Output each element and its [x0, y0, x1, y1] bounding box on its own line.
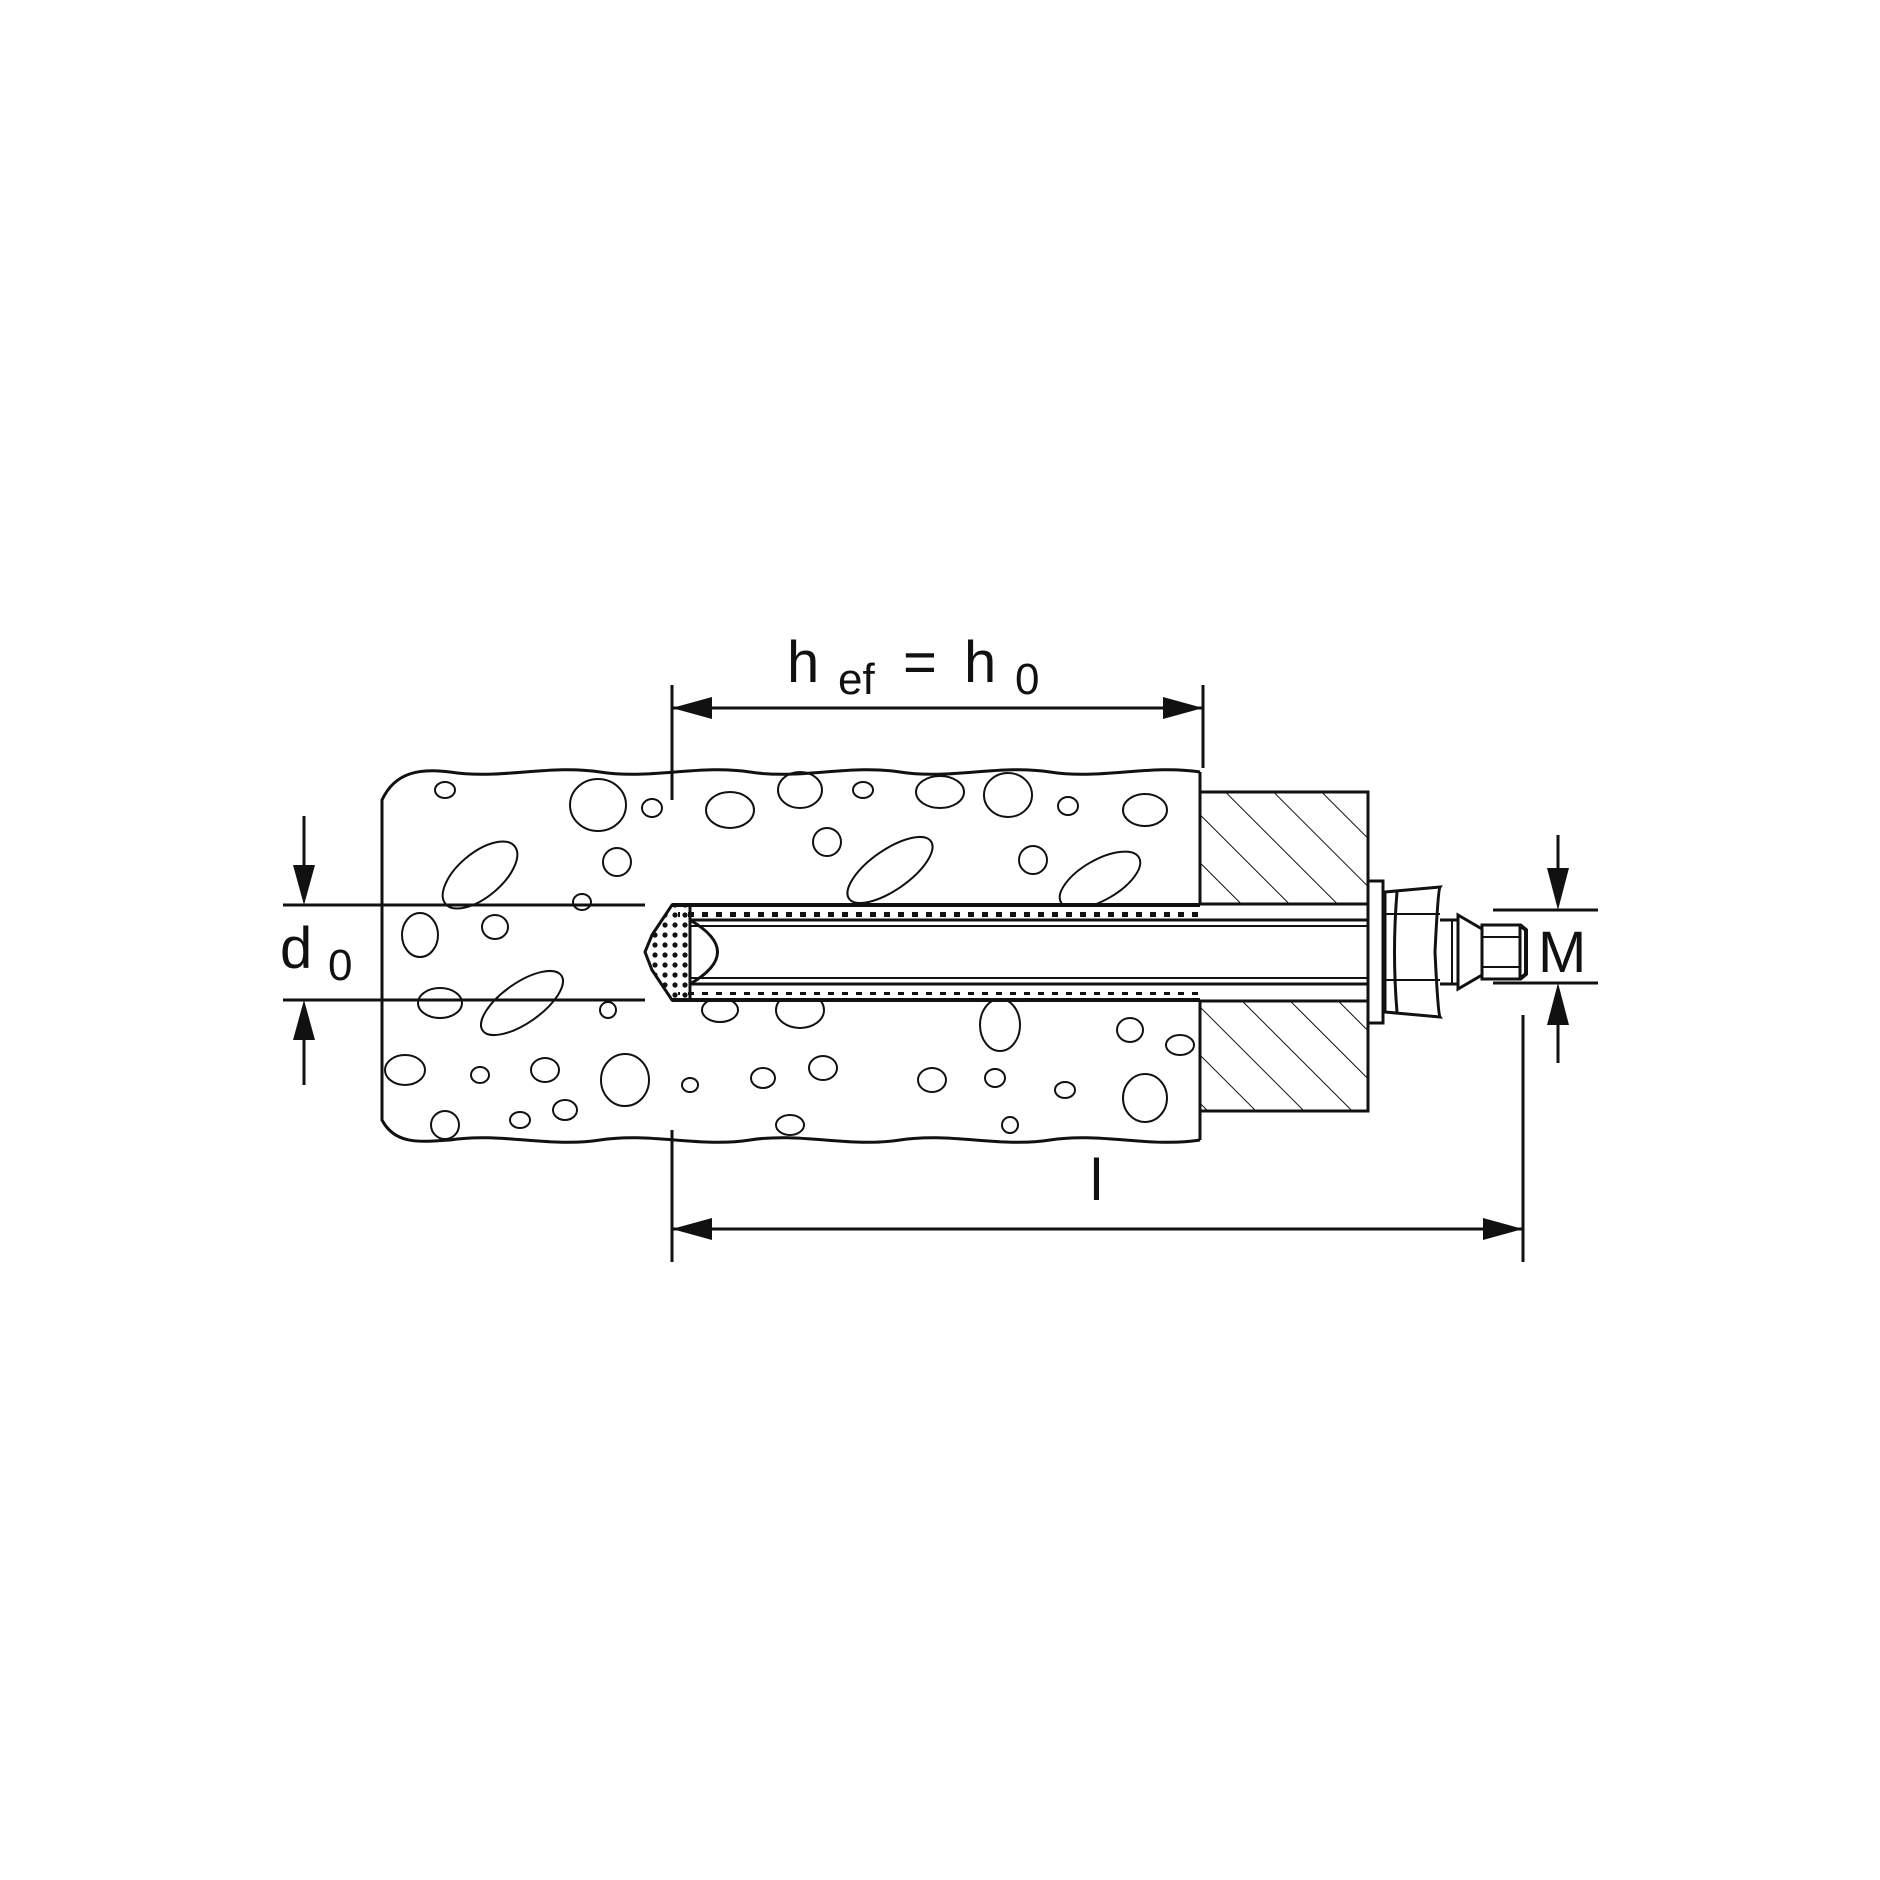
concrete-block [380, 768, 1202, 1144]
fixture-plate [1198, 790, 1370, 1113]
washer [1366, 879, 1385, 1025]
label-d: d [280, 916, 312, 981]
label-l: l [1090, 1148, 1103, 1213]
rod-rounded-end [689, 918, 719, 986]
dimension-thread: M [1493, 835, 1598, 1063]
rod-end [1440, 912, 1528, 992]
mortar-cone [643, 903, 692, 1002]
aggregate-stones [384, 771, 1195, 1140]
label-ef: ef [838, 655, 875, 704]
label-h0: h [964, 630, 996, 695]
threaded-rod [688, 918, 1400, 986]
label-0: 0 [1015, 655, 1039, 704]
dimension-hole-diameter: d 0 [280, 816, 645, 1085]
hex-nut [1383, 885, 1443, 1019]
label-h: h [787, 630, 819, 695]
label-equals: = [903, 630, 937, 695]
mortar-layer-top [678, 910, 1198, 917]
mortar-layer-bottom [678, 988, 1198, 995]
label-d-sub: 0 [328, 941, 352, 990]
dimension-length: l [670, 1015, 1525, 1262]
dimension-embedment: h ef = h 0 [670, 630, 1205, 800]
label-M: M [1538, 920, 1586, 985]
